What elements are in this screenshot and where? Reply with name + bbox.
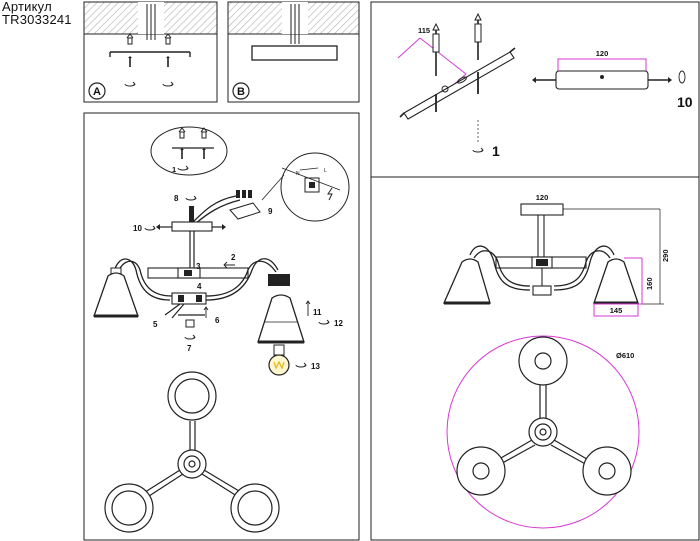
panel-a-badge	[88, 82, 106, 100]
assembly-top-view	[104, 371, 280, 533]
right-shade	[257, 294, 305, 343]
label-6: 6	[215, 316, 220, 325]
step-1: 1	[492, 143, 500, 159]
right-panel: 115 1 120 10	[370, 1, 700, 541]
label-8: 8	[174, 194, 179, 203]
light-bulb	[268, 354, 290, 376]
label-l: L	[324, 168, 327, 174]
label-2: 2	[231, 253, 236, 262]
label-11: 11	[313, 308, 322, 317]
label-7: 7	[187, 344, 192, 353]
article-number: TR3033241	[2, 12, 72, 27]
dim-top-120: 120	[536, 193, 549, 202]
article-header: Артикул TR3033241	[2, 0, 72, 26]
right-shade-dim	[593, 258, 639, 304]
label-12: 12	[334, 319, 343, 328]
left-shade-dim	[443, 258, 491, 304]
label-13: 13	[311, 362, 320, 371]
socket	[268, 274, 290, 286]
label-5: 5	[153, 320, 158, 329]
left-shade	[93, 272, 139, 317]
label-4: 4	[197, 282, 202, 291]
dim-610: Ø610	[616, 351, 634, 360]
article-label: Артикул	[2, 0, 52, 14]
dim-120: 120	[596, 49, 609, 58]
panel-b-badge	[232, 82, 250, 100]
dim-290: 290	[661, 249, 670, 262]
label-10: 10	[133, 224, 142, 233]
dimension-side-view: 120 290 160 145	[443, 193, 670, 317]
mounting-bracket-view: 115 1	[397, 12, 516, 159]
dimension-top-view: Ø610	[446, 335, 640, 529]
mounting-plate-view: 120 10	[532, 49, 693, 110]
label-1: 1	[172, 165, 176, 174]
dim-115: 115	[418, 26, 430, 35]
panel-b-label: B	[237, 86, 245, 98]
panel-b: B	[227, 1, 360, 103]
assembly-panel: 1 N L 9 8 10	[83, 112, 360, 541]
label-n: N	[296, 171, 300, 177]
dim-145: 145	[610, 306, 623, 315]
label-3: 3	[196, 262, 201, 271]
panel-a: A	[83, 1, 218, 103]
dim-160: 160	[645, 277, 654, 290]
panel-a-label: A	[93, 86, 101, 98]
label-9: 9	[268, 207, 273, 216]
step-10: 10	[677, 94, 693, 110]
